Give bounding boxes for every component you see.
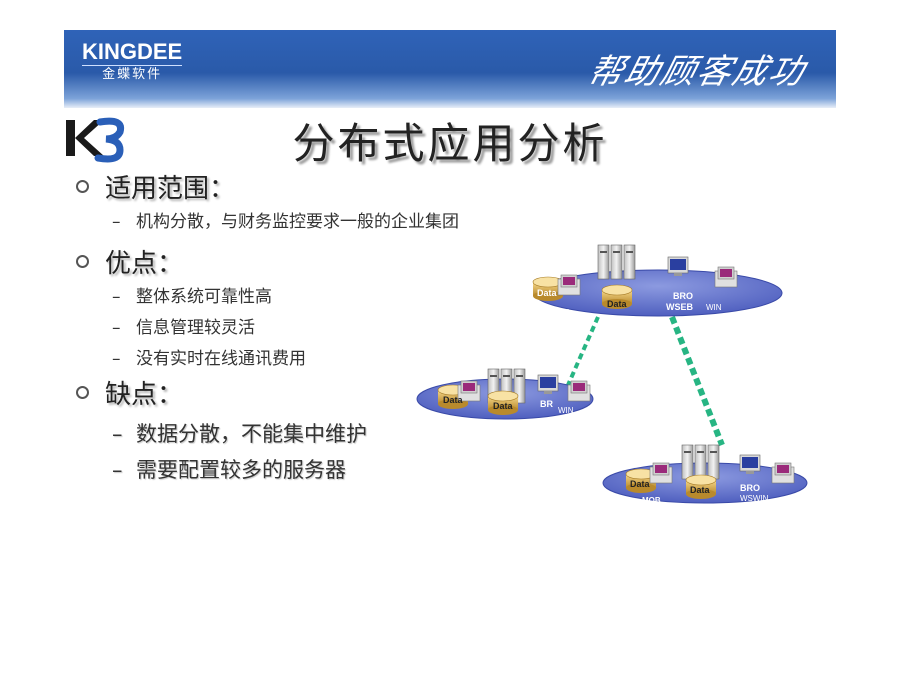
list-item: –需要配置较多的服务器 (112, 458, 346, 482)
slogan-calligraphy: 帮助顾客成功 (584, 52, 811, 92)
network-node-2: Data Data BR WIN (416, 368, 594, 420)
list-item: –信息管理较灵活 (112, 318, 255, 338)
svg-text:WIN: WIN (706, 303, 722, 312)
section-disadvantages: 缺点： (76, 374, 183, 411)
section-scope-label: 适用范围： (105, 174, 236, 204)
list-item: –没有实时在线通讯费用 (112, 349, 306, 369)
list-item: –数据分散，不能集中维护 (112, 422, 367, 446)
network-link (566, 316, 600, 386)
section-advantages: 优点： (76, 243, 183, 280)
svg-text:Data: Data (443, 395, 464, 405)
svg-text:Data: Data (537, 288, 558, 298)
kingdee-logo: KINGDEE 金蝶软件 (82, 39, 183, 84)
bullet-icon (76, 255, 89, 268)
bullet-icon (76, 386, 89, 399)
section-scope: 适用范围： (76, 168, 235, 205)
network-link (669, 315, 725, 447)
svg-text:WIN: WIN (558, 406, 574, 415)
logo-text-cn: 金蝶软件 (82, 65, 183, 84)
list-item: –整体系统可靠性高 (112, 287, 272, 307)
svg-text:Data: Data (630, 479, 651, 489)
section-advantages-label: 优点： (105, 249, 184, 279)
svg-text:Data: Data (493, 401, 514, 411)
k3-logo-icon (66, 117, 125, 163)
svg-text:MOB: MOB (642, 496, 661, 505)
bullet-icon (76, 180, 89, 193)
svg-text:Data: Data (607, 299, 628, 309)
svg-text:Data: Data (690, 485, 711, 495)
list-item: –机构分散，与财务监控要求一般的企业集团 (112, 212, 459, 232)
network-node-3: Data Data BRO WSWIN MOB (602, 444, 808, 505)
network-diagram: Data Data BRO WSEB WIN MOBIL Data Data B… (416, 244, 808, 505)
logo-text-en: KINGDEE (82, 39, 183, 64)
svg-text:WSEB: WSEB (666, 302, 694, 312)
svg-text:WSWIN: WSWIN (740, 494, 769, 503)
network-node-1: Data Data BRO WSEB WIN MOBIL (532, 244, 783, 317)
svg-text:BR: BR (540, 399, 553, 409)
svg-text:BRO: BRO (740, 483, 760, 493)
svg-text:MOBIL: MOBIL (546, 308, 572, 317)
svg-text:BRO: BRO (673, 291, 693, 301)
header-banner: KINGDEE 金蝶软件 帮助顾客成功 (64, 30, 836, 108)
section-disadvantages-label: 缺点： (105, 380, 184, 410)
page-title: 分布式应用分析 (292, 119, 608, 168)
